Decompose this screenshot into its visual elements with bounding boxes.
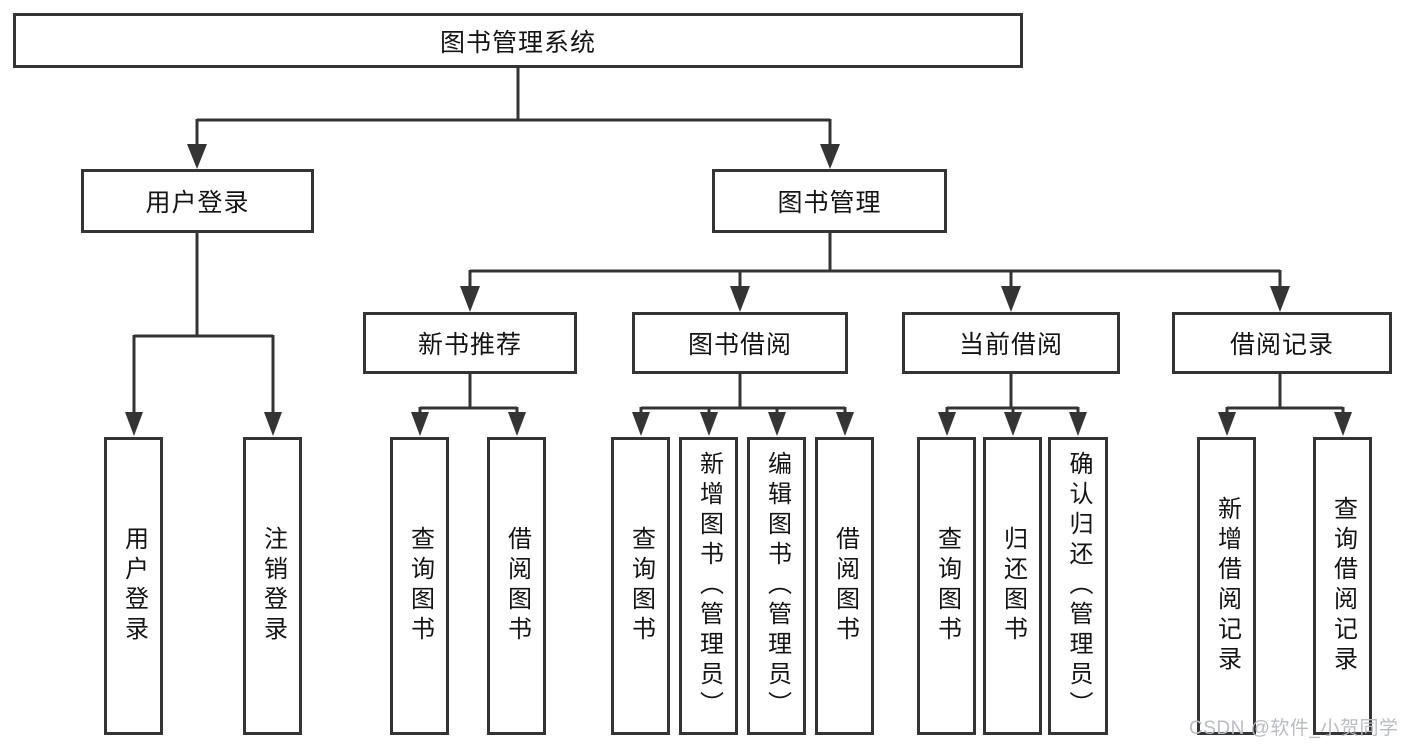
leaf-logout-label: 注销登录 — [259, 526, 287, 646]
leaf-query-books-recommend-label: 查询图书 — [406, 526, 434, 646]
connector-path — [132, 68, 1345, 414]
node-book-management-label: 图书管理 — [777, 189, 882, 217]
node-current-borrowing-label: 当前借阅 — [958, 331, 1063, 359]
leaf-user-login: 用户登录 — [104, 437, 163, 735]
leaf-query-books-current: 查询图书 — [917, 437, 976, 735]
leaf-add-borrow-record-label: 新增借阅记录 — [1213, 496, 1241, 676]
node-book-borrowing: 图书借阅 — [632, 312, 848, 374]
leaf-borrow-books-recommend-label: 借阅图书 — [503, 526, 531, 646]
leaf-borrow-books-borrowing: 借阅图书 — [815, 437, 874, 735]
node-new-book-recommend-label: 新书推荐 — [417, 331, 522, 359]
leaf-borrow-books-borrowing-label: 借阅图书 — [831, 526, 859, 646]
watermark: CSDN @软件_小贺同学 — [1189, 718, 1399, 739]
node-current-borrowing: 当前借阅 — [902, 312, 1120, 374]
leaf-logout: 注销登录 — [243, 437, 302, 735]
leaf-query-books-current-label: 查询图书 — [933, 526, 961, 646]
node-new-book-recommend: 新书推荐 — [363, 312, 577, 374]
node-user-login-label: 用户登录 — [145, 189, 250, 217]
leaf-return-book-label: 归还图书 — [999, 526, 1027, 646]
node-borrowing-records-label: 借阅记录 — [1229, 331, 1334, 359]
leaf-confirm-return-admin-label: 确认归还（管理员） — [1065, 451, 1092, 721]
leaf-confirm-return-admin: 确认归还（管理员） — [1048, 437, 1108, 735]
node-book-borrowing-label: 图书借阅 — [687, 331, 792, 359]
leaf-user-login-label: 用户登录 — [120, 526, 148, 646]
leaf-query-books-recommend: 查询图书 — [390, 437, 449, 735]
node-root: 图书管理系统 — [13, 13, 1023, 68]
leaf-add-borrow-record: 新增借阅记录 — [1197, 437, 1256, 735]
leaf-query-books-borrowing-label: 查询图书 — [627, 526, 655, 646]
node-book-management: 图书管理 — [712, 169, 947, 233]
node-user-login: 用户登录 — [81, 169, 314, 233]
leaf-add-book-admin-label: 新增图书（管理员） — [695, 451, 723, 721]
node-root-label: 图书管理系统 — [439, 28, 596, 57]
leaf-query-borrow-record: 查询借阅记录 — [1313, 437, 1372, 735]
leaf-edit-book-admin: 编辑图书（管理员） — [747, 437, 806, 735]
node-borrowing-records: 借阅记录 — [1172, 312, 1392, 374]
leaf-borrow-books-recommend: 借阅图书 — [487, 437, 546, 735]
leaf-query-borrow-record-label: 查询借阅记录 — [1329, 496, 1357, 676]
leaf-edit-book-admin-label: 编辑图书（管理员） — [763, 451, 791, 721]
leaf-add-book-admin: 新增图书（管理员） — [679, 437, 738, 735]
arrowheads — [125, 144, 1352, 436]
leaf-return-book: 归还图书 — [983, 437, 1042, 735]
leaf-query-books-borrowing: 查询图书 — [611, 437, 670, 735]
